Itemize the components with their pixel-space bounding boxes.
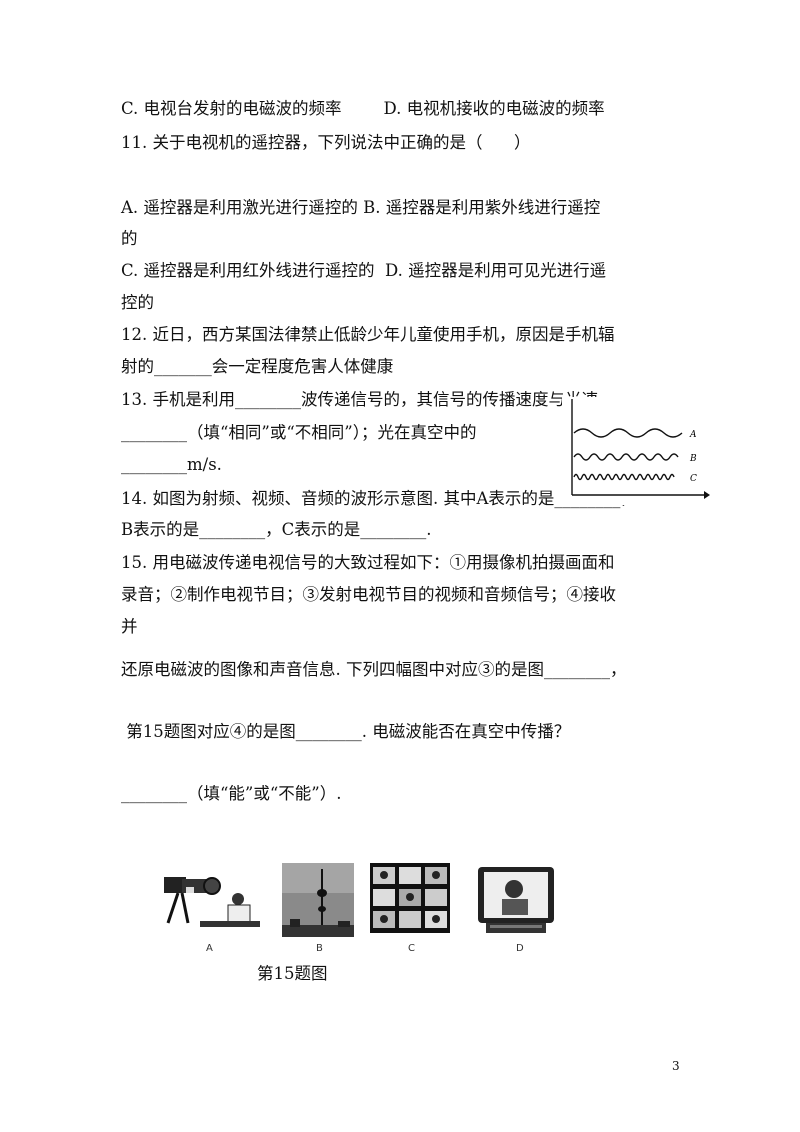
figure15-image-d xyxy=(476,863,556,943)
figure15-label-d: D xyxy=(516,943,524,954)
line-12: B表示的是________，C表示的是________. xyxy=(121,520,432,539)
wave-label-b: B xyxy=(689,454,697,464)
wave-b xyxy=(573,453,679,461)
waveform-diagram: A B C xyxy=(571,399,710,499)
camera-operator-icon xyxy=(164,877,260,927)
line-1: 11. 关于电视机的遥控器，下列说法中正确的是（ ） xyxy=(121,133,531,152)
page-number: 3 xyxy=(672,1059,680,1073)
figure15-label-a: A xyxy=(206,943,213,954)
figure15-label-b: B xyxy=(316,943,323,954)
line-6: 12. 近日，西方某国法律禁止低龄少年儿童使用手机，原因是手机辐 xyxy=(121,325,615,344)
wave-label-a: A xyxy=(689,430,697,440)
tv-tower-icon xyxy=(282,863,354,937)
figure15-image-a xyxy=(160,863,262,943)
wave-c xyxy=(573,473,675,481)
line-2: A. 遥控器是利用激光进行遥控的 B. 遥控器是利用紫外线进行遥控 xyxy=(121,198,601,217)
line-3: 的 xyxy=(121,229,138,248)
line-4: C. 遥控器是利用红外线进行遥控的 D. 遥控器是利用可见光进行遥 xyxy=(121,261,607,280)
figure15-label-c: C xyxy=(408,943,415,954)
waveform-figure: A B C xyxy=(562,397,710,505)
wave-label-c: C xyxy=(690,474,697,484)
figure15-image-c xyxy=(370,863,450,943)
television-icon xyxy=(478,867,554,933)
line-17: 第15题图对应④的是图________. 电磁波能否在真空中传播？ xyxy=(121,722,571,741)
line-0: C. 电视台发射的电磁波的频率 D. 电视机接收的电磁波的频率 xyxy=(121,99,605,118)
line-9: ________（填“相同”或“不相同”）；光在真空中的 xyxy=(121,423,477,442)
x-axis-arrow xyxy=(704,491,710,499)
figure15-image-b xyxy=(282,863,354,943)
line-13: 15. 用电磁波传递电视信号的大致过程如下：①用摄像机拍摄画面和 xyxy=(121,553,615,572)
line-10: ________m/s. xyxy=(121,455,222,474)
monitor-wall-icon xyxy=(370,863,450,933)
line-7: 射的_______会一定程度危害人体健康 xyxy=(121,357,394,376)
figure15-images: A B C D xyxy=(160,863,560,963)
line-18: ________（填“能”或“不能”）. xyxy=(121,784,342,803)
line-15: 并 xyxy=(121,617,138,636)
wave-a xyxy=(573,428,683,438)
line-14: 录音；②制作电视节目；③发射电视节目的视频和音频信号；④接收 xyxy=(121,585,616,604)
line-16: 还原电磁波的图像和声音信息. 下列四幅图中对应③的是图________， xyxy=(121,660,627,679)
line-8: 13. 手机是利用________波传递信号的，其信号的传播速度与光速 xyxy=(121,390,598,409)
line-5: 控的 xyxy=(121,293,154,312)
figure15-caption: 第15题图 xyxy=(257,964,328,983)
line-11: 14. 如图为射频、视频、音频的波形示意图. 其中A表示的是________， xyxy=(121,489,637,508)
